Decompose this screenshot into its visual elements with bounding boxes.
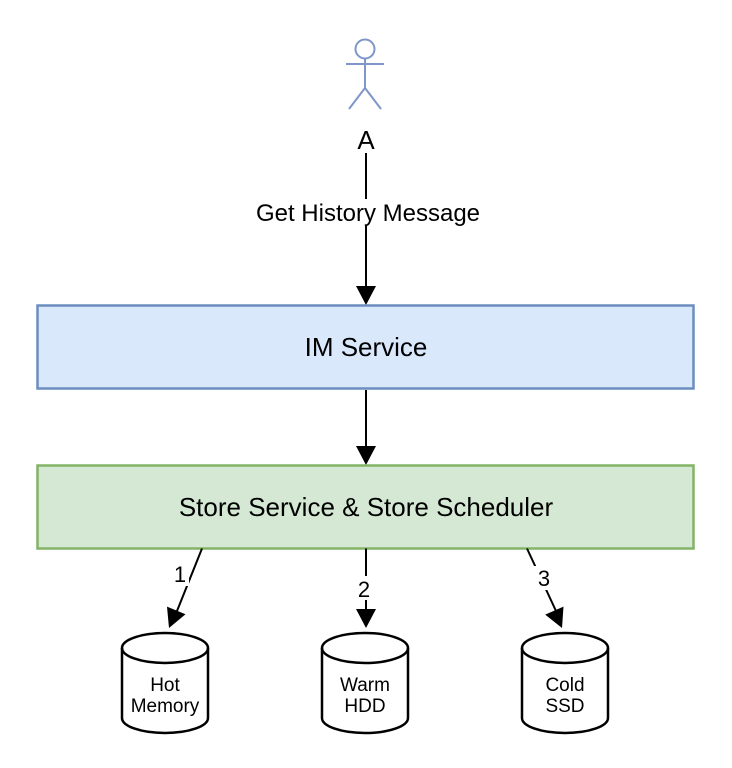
warm-hdd-label-line2: HDD <box>344 696 385 717</box>
edge-store-to-cold-label-bg <box>534 566 553 590</box>
im-service-label: IM Service <box>305 332 428 362</box>
edge-store-to-warm-arrowhead <box>356 609 376 628</box>
edge-actor-to-im-arrowhead <box>356 286 376 305</box>
edge-store-to-warm: 2 <box>354 548 376 628</box>
edge-store-to-hot-label: 1 <box>174 562 186 587</box>
store-service-box <box>36 464 695 550</box>
actor-figure <box>346 38 384 110</box>
edge-store-to-hot-label-bg <box>170 562 189 586</box>
edge-store-to-cold-label: 3 <box>538 566 550 591</box>
im-service-box <box>36 304 695 390</box>
edge-store-to-hot-line <box>176 548 203 612</box>
cold-ssd-cylinder-top-arc <box>520 647 610 665</box>
actor-head <box>354 38 376 60</box>
node-cold-ssd: Cold SSD <box>520 631 610 735</box>
cold-ssd-cylinder <box>520 631 610 735</box>
cold-ssd-label-line2: SSD <box>545 696 584 717</box>
edge-im-to-store-arrowhead <box>356 446 376 465</box>
hot-memory-cylinder <box>120 631 210 735</box>
edge-actor-to-im: Get History Message <box>254 153 480 305</box>
edge-store-to-cold: 3 <box>526 548 564 628</box>
edge-actor-to-im-label: Get History Message <box>256 200 480 227</box>
edge-store-to-cold-arrowhead <box>545 606 564 628</box>
node-warm-hdd: Warm HDD <box>320 631 410 735</box>
edge-actor-to-im-label-bg <box>254 199 480 226</box>
edge-store-to-warm-label: 2 <box>358 577 370 602</box>
node-im-service: IM Service <box>36 304 695 390</box>
edge-im-to-store <box>356 390 376 465</box>
warm-hdd-cylinder <box>320 631 410 735</box>
node-store-service: Store Service & Store Scheduler <box>36 464 695 550</box>
actor-leg-right <box>364 87 382 110</box>
edge-store-to-warm-label-bg <box>354 576 373 600</box>
actor-leg-left <box>348 87 366 110</box>
warm-hdd-cylinder-top-arc <box>320 647 410 665</box>
hot-memory-cylinder-top-arc <box>120 647 210 665</box>
actor-label: A <box>357 125 375 155</box>
edge-store-to-hot-arrowhead <box>167 606 186 628</box>
store-service-label: Store Service & Store Scheduler <box>179 492 554 522</box>
warm-hdd-label-line1: Warm <box>340 675 390 696</box>
hot-memory-label-line1: Hot <box>150 675 180 696</box>
cold-ssd-label-line1: Cold <box>545 675 584 696</box>
node-hot-memory: Hot Memory <box>120 631 210 735</box>
hot-memory-label-line2: Memory <box>131 696 200 717</box>
edge-store-to-hot: 1 <box>167 548 203 628</box>
